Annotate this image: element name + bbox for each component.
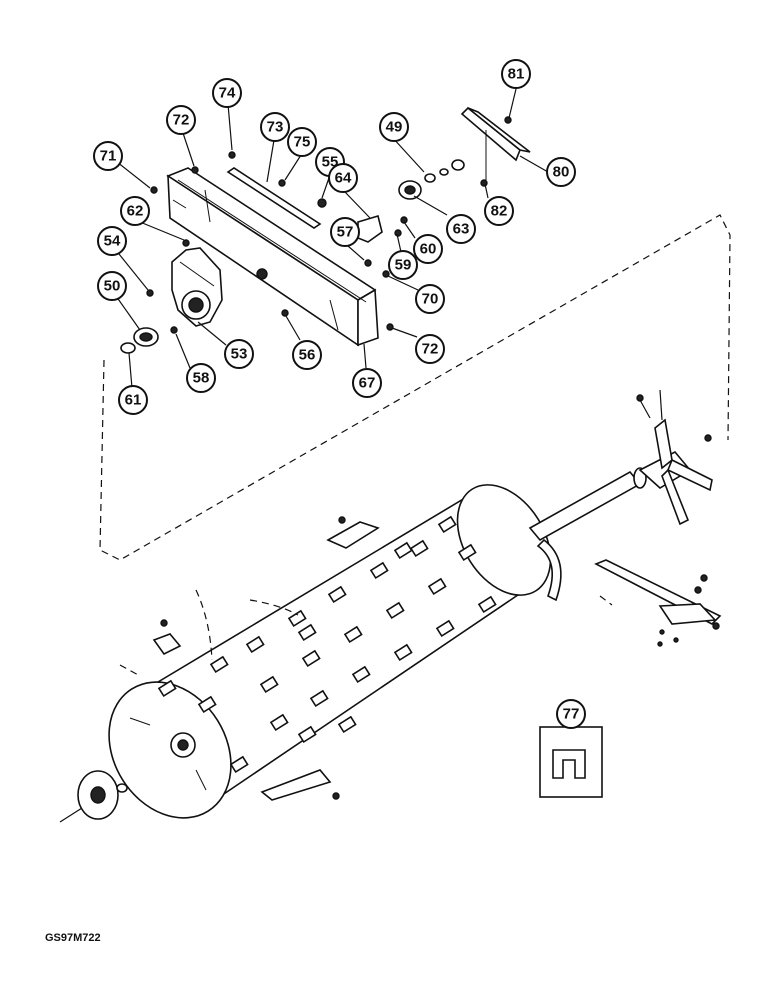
callout-49: 49 [379, 112, 409, 142]
callout-59: 59 [388, 250, 418, 280]
drum-bracket-bolt [338, 516, 346, 524]
svg-text:81: 81 [508, 66, 525, 83]
svg-text:57: 57 [337, 224, 354, 241]
strip-plate [226, 167, 322, 229]
svg-text:73: 73 [267, 119, 284, 136]
callout-71: 71 [93, 141, 123, 171]
callout-82: 82 [484, 196, 514, 226]
svg-text:72: 72 [173, 112, 190, 129]
assembly-line [99, 214, 731, 561]
callout-72-top: 72 [166, 105, 196, 135]
drive-shaft [528, 450, 692, 542]
callout-58: 58 [186, 363, 216, 393]
svg-text:70: 70 [422, 291, 439, 308]
reference-box-77 [539, 726, 603, 798]
drum-leader-b [195, 589, 213, 661]
drum-bracket [326, 521, 380, 549]
svg-text:67: 67 [359, 375, 376, 392]
loose-paddle [152, 619, 182, 656]
bottom-bracket [260, 769, 332, 801]
svg-text:49: 49 [386, 119, 403, 136]
drum-leader-a [119, 664, 141, 677]
callout-50: 50 [97, 271, 127, 301]
callout-63: 63 [446, 214, 476, 244]
end-shield [536, 538, 562, 602]
svg-text:71: 71 [100, 148, 117, 165]
svg-text:72: 72 [422, 341, 439, 358]
drawing-code: GS97M722 [45, 932, 101, 944]
svg-text:54: 54 [104, 233, 121, 250]
drum-paddles [157, 515, 497, 774]
hardware-dots [146, 116, 512, 334]
svg-text:59: 59 [395, 257, 412, 274]
callout-73: 73 [260, 112, 290, 142]
callout-74: 74 [212, 78, 242, 108]
callout-53: 53 [224, 339, 254, 369]
svg-text:77: 77 [563, 706, 580, 723]
leader-lines [115, 88, 572, 727]
washer [120, 342, 136, 354]
callout-75: 75 [287, 127, 317, 157]
drum-leader-c [249, 599, 299, 616]
callout-81: 81 [501, 59, 531, 89]
callout-67: 67 [352, 368, 382, 398]
small-plate [357, 214, 383, 243]
svg-text:62: 62 [127, 203, 144, 220]
bottom-bracket-bolt [332, 792, 340, 800]
channel-beam [166, 167, 379, 347]
end-flange [59, 770, 128, 823]
callout-56: 56 [292, 340, 322, 370]
callout-62: 62 [120, 196, 150, 226]
svg-text:61: 61 [125, 392, 142, 409]
callout-64: 64 [328, 163, 358, 193]
spider-arm [636, 389, 713, 526]
svg-text:64: 64 [335, 170, 352, 187]
callout-72-bottom: 72 [415, 334, 445, 364]
bearing [133, 327, 159, 347]
right-lower-arm [594, 559, 722, 647]
callout-54: 54 [97, 226, 127, 256]
callout-70: 70 [415, 284, 445, 314]
callout-80: 80 [546, 157, 576, 187]
drum-leader-d [599, 595, 613, 606]
top-bracket [460, 106, 531, 180]
callout-61: 61 [118, 385, 148, 415]
callout-57: 57 [330, 217, 360, 247]
bearing-right [398, 159, 465, 200]
svg-text:82: 82 [491, 203, 508, 220]
svg-text:80: 80 [553, 164, 570, 181]
callout-77: 77 [556, 699, 586, 729]
svg-text:75: 75 [294, 134, 311, 151]
svg-text:60: 60 [420, 241, 437, 258]
svg-text:58: 58 [193, 370, 210, 387]
svg-text:74: 74 [219, 85, 236, 102]
svg-text:63: 63 [453, 221, 470, 238]
bearing-bracket [171, 247, 223, 327]
callout-60: 60 [413, 234, 443, 264]
drum [108, 484, 552, 819]
svg-text:50: 50 [104, 278, 121, 295]
svg-text:56: 56 [299, 347, 316, 364]
svg-text:53: 53 [231, 346, 248, 363]
